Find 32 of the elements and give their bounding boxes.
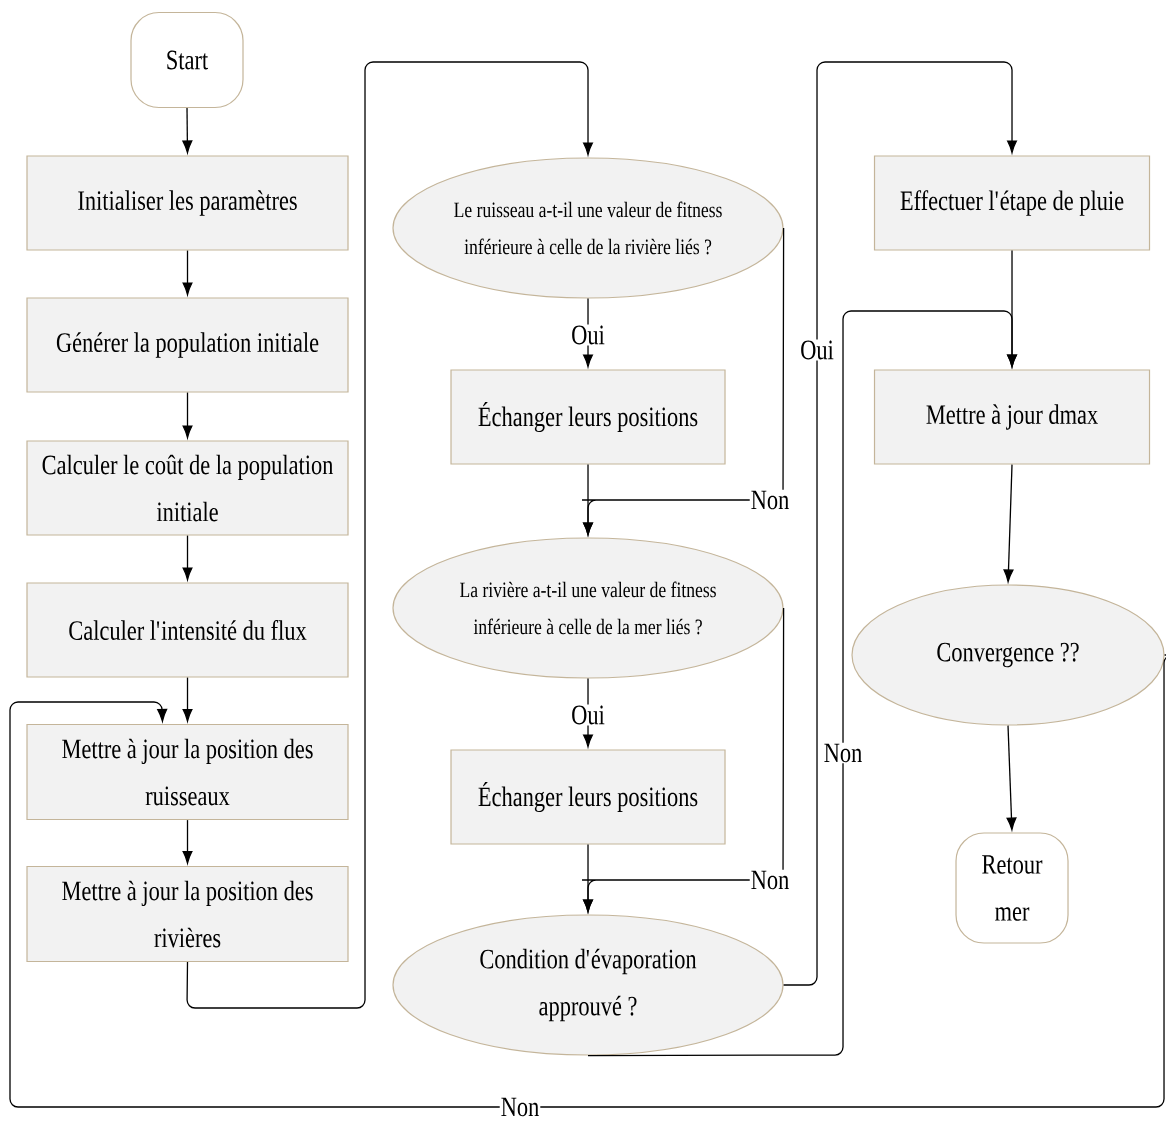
process-box: Mettre à jour dmax xyxy=(873,369,1151,465)
edge-label: Oui xyxy=(570,324,606,346)
arrow xyxy=(1007,249,1018,368)
process-box: Initialiser les paramètres xyxy=(26,155,349,251)
edge-label: Non xyxy=(749,489,791,511)
arrow xyxy=(182,107,193,154)
arrow xyxy=(182,819,193,864)
arrow xyxy=(182,249,193,296)
process-box: Calculer le coût de la population initiale xyxy=(26,440,349,536)
process-box: Échanger leurs positions xyxy=(450,749,726,845)
arrow xyxy=(782,61,1018,986)
process-box: Mettre à jour la position des rivières xyxy=(26,865,349,963)
terminal-box: Start xyxy=(130,11,244,109)
process-box: Effectuer l'étape de pluie xyxy=(873,155,1151,251)
terminal-box: Retour mer xyxy=(955,832,1069,944)
edge-label: Oui xyxy=(570,704,606,726)
arrow xyxy=(186,61,594,1009)
edge-label: Non xyxy=(749,869,791,891)
edge-label: Non xyxy=(822,742,864,764)
arrow xyxy=(1003,463,1014,583)
process-box: Mettre à jour la position des ruisseaux xyxy=(26,723,349,821)
arrow xyxy=(583,463,594,536)
arrow xyxy=(182,534,193,581)
arrow xyxy=(1006,724,1017,831)
arrow xyxy=(182,676,193,722)
edge-label: Oui xyxy=(799,339,835,361)
process-box: Calculer l'intensité du flux xyxy=(26,582,349,678)
edge-label: Non xyxy=(499,1096,541,1118)
process-box: Échanger leurs positions xyxy=(450,369,726,465)
process-box: Générer la population initiale xyxy=(26,297,349,393)
arrow xyxy=(182,391,193,439)
arrow xyxy=(583,843,594,913)
